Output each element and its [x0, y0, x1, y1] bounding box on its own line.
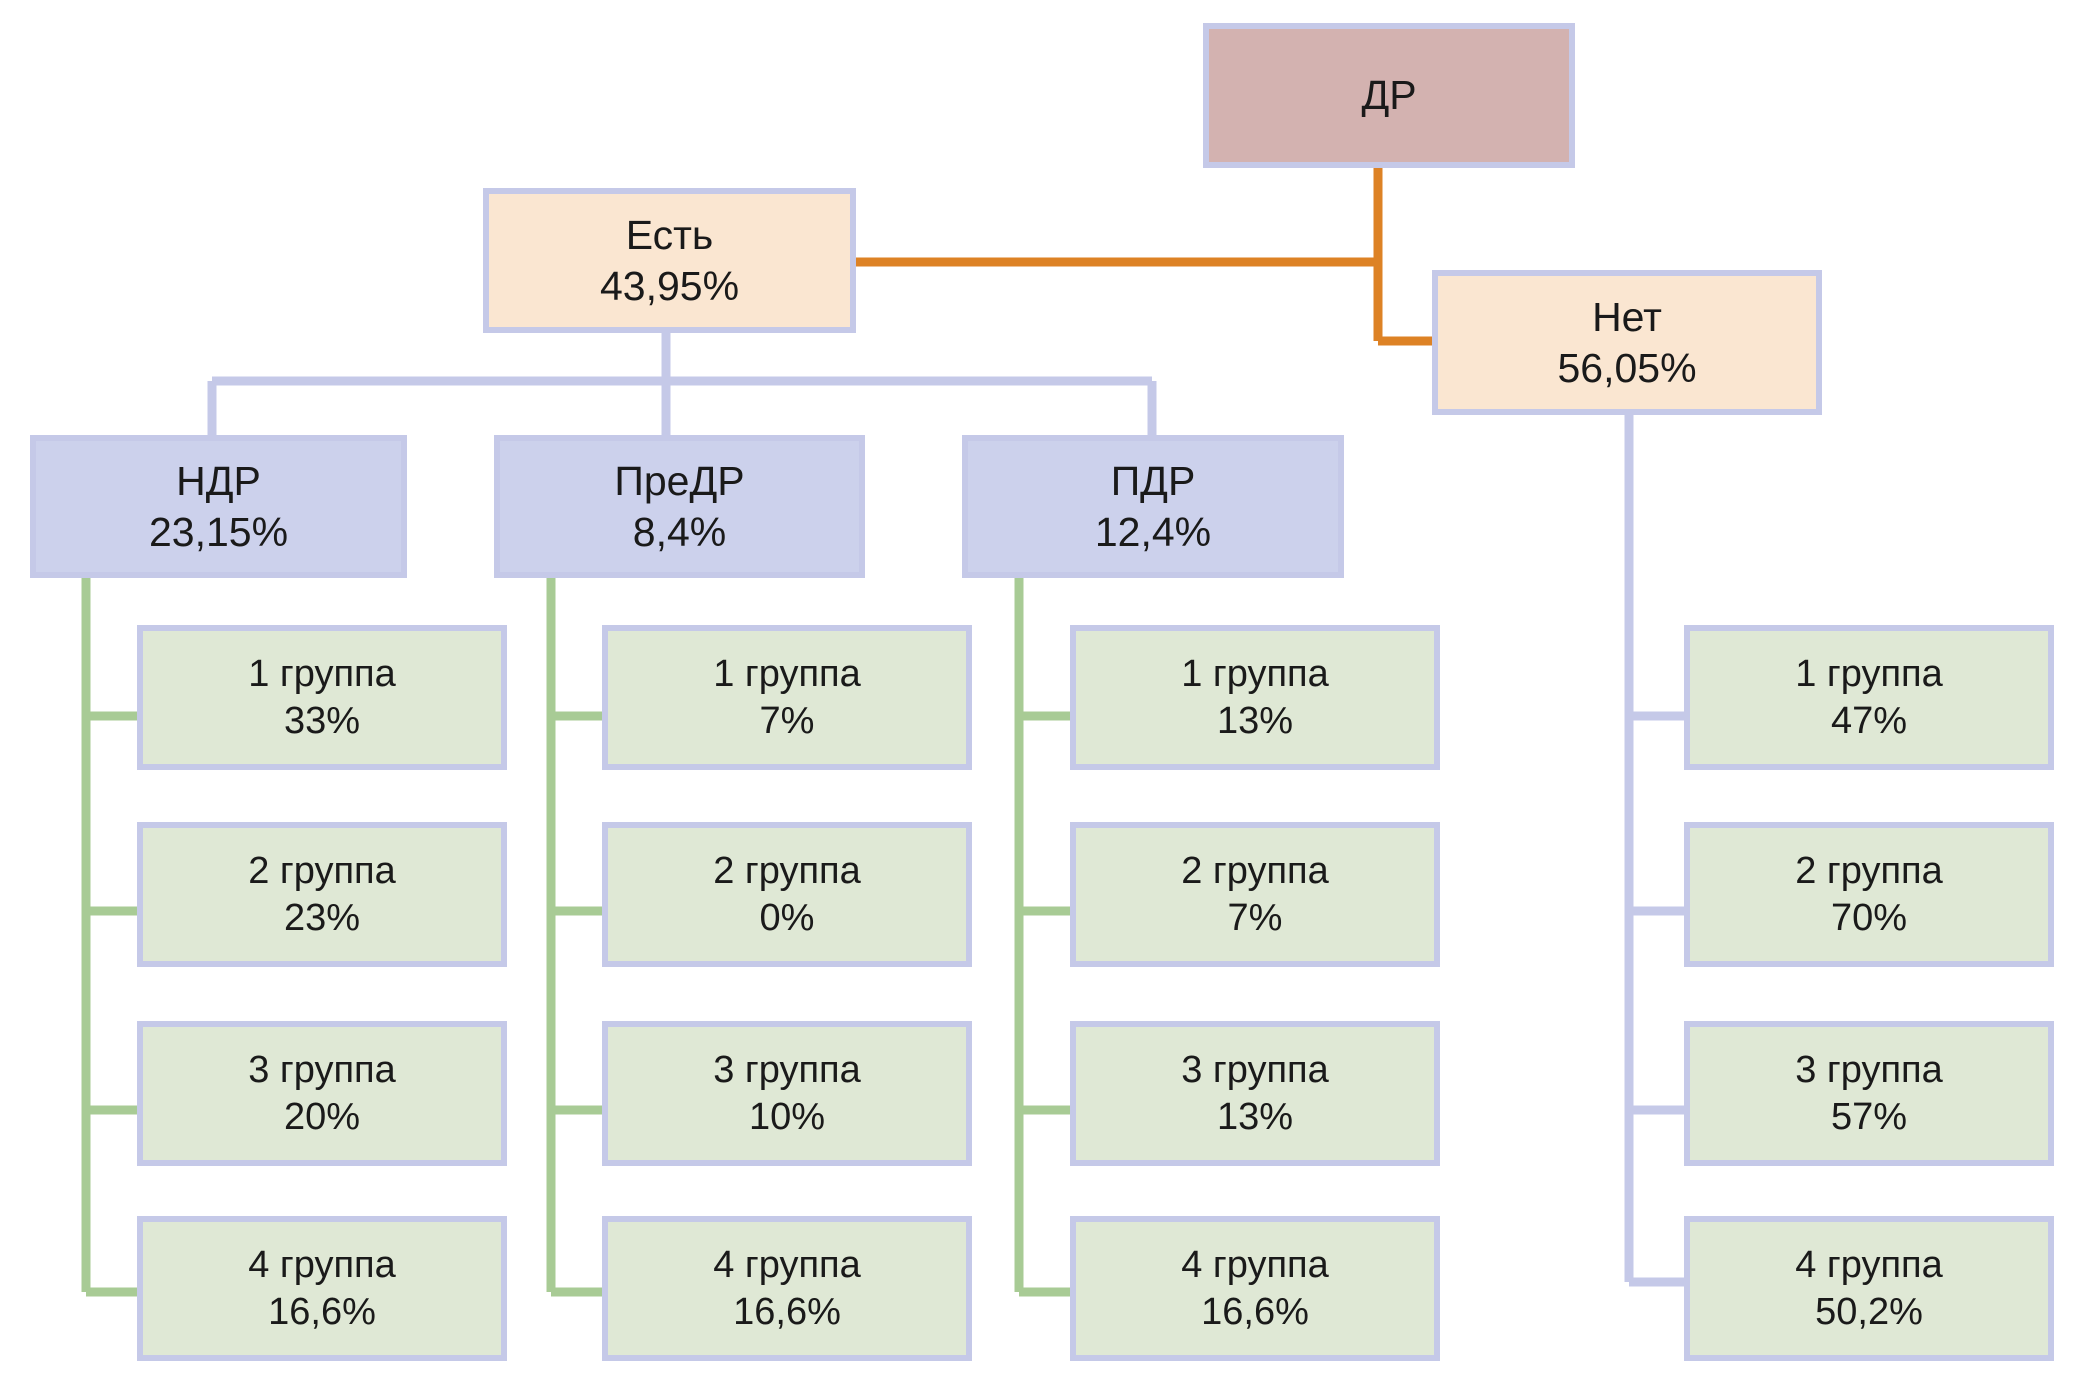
leaf-label: 3 группа [713, 1049, 861, 1092]
node-net-label: Нет [1592, 294, 1662, 341]
leaf-value: 50,2% [1815, 1290, 1923, 1333]
leaf-label: 4 группа [713, 1244, 861, 1287]
leaf-ndr-1[interactable]: 1 группа 33% [137, 625, 507, 770]
leaf-value: 16,6% [268, 1290, 376, 1333]
node-est-value: 43,95% [599, 262, 740, 309]
leaf-value: 33% [283, 699, 361, 742]
leaf-value: 57% [1830, 1095, 1908, 1138]
leaf-value: 13% [1216, 699, 1294, 742]
edge-est-to-stages [207, 333, 1157, 435]
leaf-label: 2 группа [713, 850, 861, 893]
leaf-net-1[interactable]: 1 группа 47% [1684, 625, 2054, 770]
leaf-pdr-2[interactable]: 2 группа 7% [1070, 822, 1440, 967]
leaf-label: 1 группа [1795, 653, 1943, 696]
leaf-label: 4 группа [1181, 1244, 1329, 1287]
leaf-ndr-4[interactable]: 4 группа 16,6% [137, 1216, 507, 1361]
leaf-value: 16,6% [1201, 1290, 1309, 1333]
edge-root-to-branches [856, 168, 1432, 346]
leaf-ndr-2[interactable]: 2 группа 23% [137, 822, 507, 967]
node-net[interactable]: Нет 56,05% [1432, 270, 1822, 415]
edge-pdr-to-groups [1014, 578, 1070, 1297]
leaf-net-4[interactable]: 4 группа 50,2% [1684, 1216, 2054, 1361]
leaf-value: 20% [283, 1095, 361, 1138]
leaf-label: 1 группа [713, 653, 861, 696]
leaf-net-2[interactable]: 2 группа 70% [1684, 822, 2054, 967]
leaf-label: 3 группа [1795, 1049, 1943, 1092]
leaf-value: 16,6% [733, 1290, 841, 1333]
node-ndr[interactable]: НДР 23,15% [30, 435, 407, 578]
leaf-value: 23% [283, 896, 361, 939]
leaf-label: 4 группа [1795, 1244, 1943, 1287]
node-dr[interactable]: ДР [1203, 23, 1575, 168]
leaf-label: 2 группа [248, 850, 396, 893]
leaf-label: 2 группа [1181, 850, 1329, 893]
leaf-pdr-4[interactable]: 4 группа 16,6% [1070, 1216, 1440, 1361]
leaf-pdr-3[interactable]: 3 группа 13% [1070, 1021, 1440, 1166]
node-predr-label: ПреДР [614, 458, 745, 505]
leaf-value: 70% [1830, 896, 1908, 939]
node-pdr-value: 12,4% [1094, 508, 1212, 555]
leaf-label: 4 группа [248, 1244, 396, 1287]
leaf-net-3[interactable]: 3 группа 57% [1684, 1021, 2054, 1166]
leaf-predr-1[interactable]: 1 группа 7% [602, 625, 972, 770]
leaf-ndr-3[interactable]: 3 группа 20% [137, 1021, 507, 1166]
leaf-predr-4[interactable]: 4 группа 16,6% [602, 1216, 972, 1361]
node-ndr-label: НДР [176, 458, 261, 505]
leaf-label: 3 группа [1181, 1049, 1329, 1092]
leaf-value: 0% [759, 896, 815, 939]
leaf-predr-3[interactable]: 3 группа 10% [602, 1021, 972, 1166]
node-ndr-value: 23,15% [148, 508, 289, 555]
node-net-value: 56,05% [1557, 344, 1697, 391]
node-est-label: Есть [625, 212, 714, 259]
leaf-label: 1 группа [1181, 653, 1329, 696]
edge-predr-to-groups [546, 578, 602, 1297]
node-predr-value: 8,4% [632, 508, 727, 555]
node-pdr[interactable]: ПДР 12,4% [962, 435, 1344, 578]
leaf-predr-2[interactable]: 2 группа 0% [602, 822, 972, 967]
leaf-value: 10% [748, 1095, 826, 1138]
edge-net-to-groups [1624, 415, 1684, 1287]
node-dr-label: ДР [1361, 72, 1417, 119]
leaf-label: 2 группа [1795, 850, 1943, 893]
leaf-value: 13% [1216, 1095, 1294, 1138]
leaf-value: 7% [759, 699, 815, 742]
edge-ndr-to-groups [81, 578, 137, 1297]
leaf-label: 3 группа [248, 1049, 396, 1092]
node-predr[interactable]: ПреДР 8,4% [494, 435, 865, 578]
leaf-label: 1 группа [248, 653, 396, 696]
leaf-value: 47% [1830, 699, 1908, 742]
node-est[interactable]: Есть 43,95% [483, 188, 856, 333]
leaf-pdr-1[interactable]: 1 группа 13% [1070, 625, 1440, 770]
node-pdr-label: ПДР [1110, 458, 1196, 505]
leaf-value: 7% [1227, 896, 1283, 939]
